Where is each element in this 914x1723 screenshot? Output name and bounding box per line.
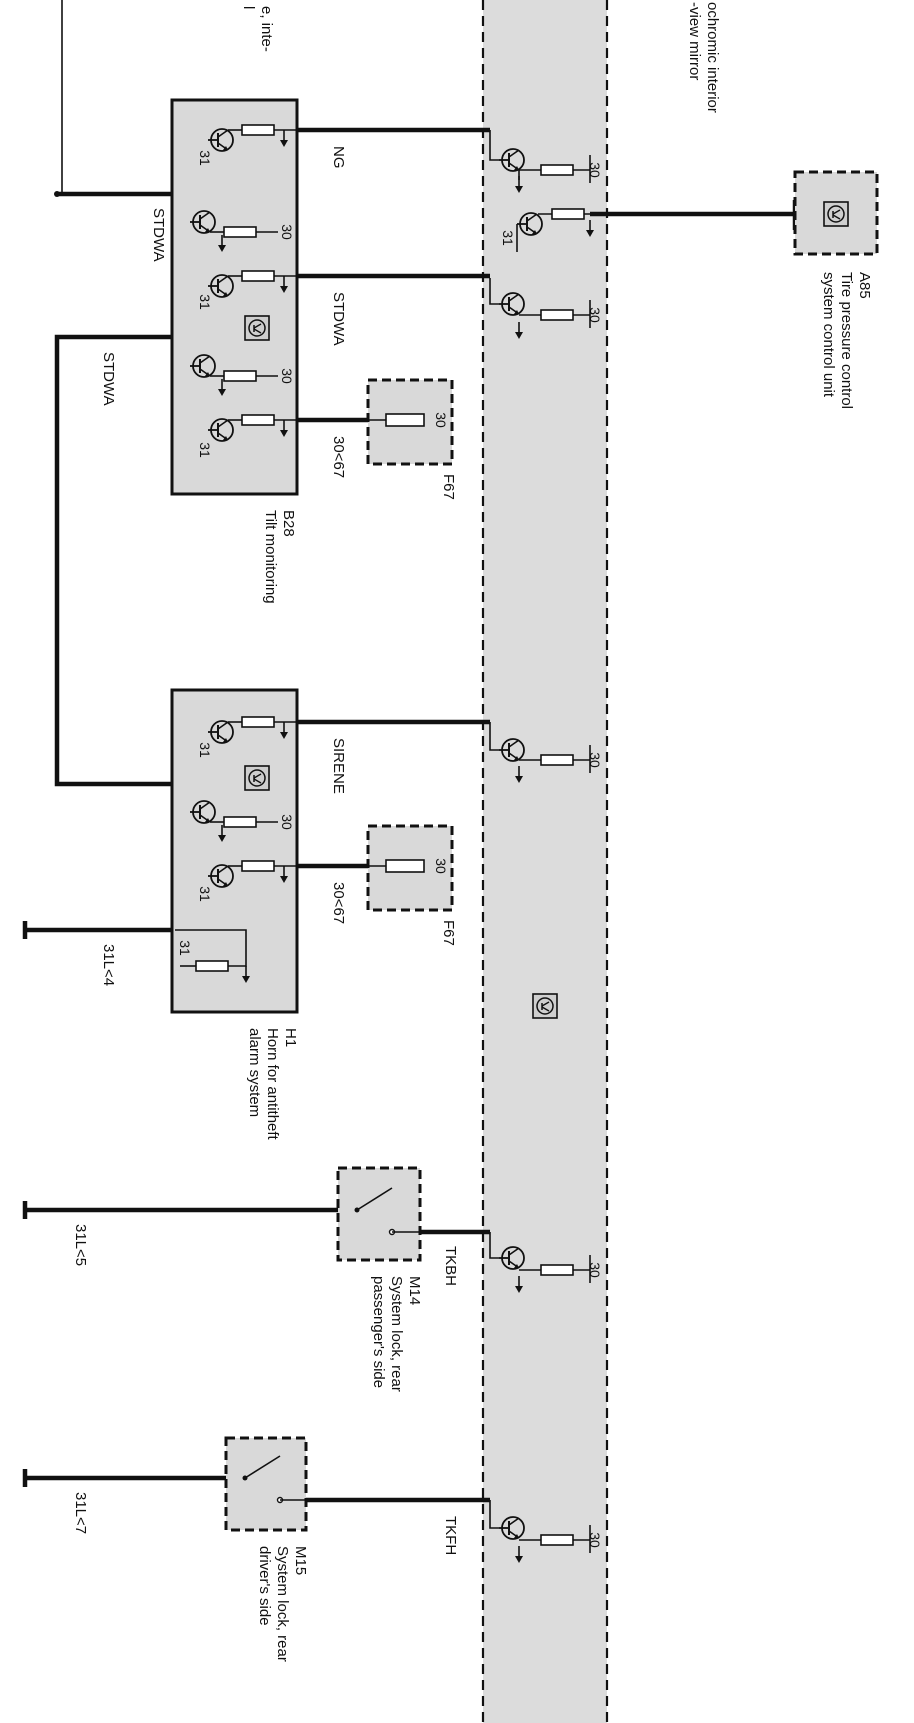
wire-tkfh: TKFH — [442, 1516, 459, 1555]
module-icon — [532, 993, 558, 1019]
pin-label: 31 — [197, 742, 213, 758]
pin-label: 30 — [279, 368, 295, 384]
wire-stdwa-input: STDWA — [150, 208, 167, 262]
control-module-band — [481, 0, 609, 1723]
pin-label: 30 — [587, 1262, 603, 1278]
m14-name-line-1: System lock, rear — [388, 1276, 405, 1392]
f67-label-top: F67 — [440, 474, 457, 500]
wire-tkbh: TKBH — [442, 1246, 459, 1286]
m14-code: M14 — [406, 1276, 423, 1305]
pin-label: 30 — [587, 752, 603, 768]
pin-label: 30 — [433, 412, 449, 428]
a85-tire-pressure-unit — [793, 170, 879, 256]
a85-name-line-1: Tire pressure control — [838, 272, 855, 409]
ground-31l4: 31L<4 — [100, 944, 117, 986]
m14-system-lock-switch — [336, 1166, 422, 1262]
h1-name-line-2: alarm system — [246, 1028, 263, 1117]
pin-label: 31 — [197, 442, 213, 458]
h1-name-line-1: Horn for antitheft — [264, 1028, 281, 1141]
pin-label: 31 — [197, 886, 213, 902]
pin-label: 31 — [197, 294, 213, 310]
m15-system-lock-switch — [224, 1436, 308, 1532]
wire-sirene: SIRENE — [330, 738, 347, 794]
pin-label: 30 — [279, 814, 295, 830]
wire-ng: NG — [330, 146, 347, 169]
ground-31l7: 31L<7 — [72, 1492, 89, 1534]
pin-label: 30 — [433, 858, 449, 874]
pin-label: 30 — [279, 224, 295, 240]
wire-30-67-bottom: 30<67 — [330, 882, 347, 924]
labels: e, inte- l ochromic interior -view mirro… — [72, 2, 873, 1662]
pin-label: 30 — [587, 1532, 603, 1548]
m15-name-line-1: System lock, rear — [274, 1546, 291, 1662]
a85-name-line-2: system control unit — [820, 272, 837, 398]
b28-tilt-monitoring-module: 31 30 31 30 31 — [170, 98, 299, 496]
pin-label: 31 — [500, 230, 516, 246]
top-note-line-1: e, inte- — [258, 6, 275, 52]
mirror-label-line-1: ochromic interior — [704, 2, 721, 113]
b28-name: Tilt monitoring — [262, 510, 279, 604]
wire-30-67-top: 30<67 — [330, 436, 347, 478]
pin-label: 31 — [197, 150, 213, 166]
pin-label: 30 — [587, 162, 603, 178]
band-output-stages — [489, 130, 595, 1564]
wire-stdwa-b28: STDWA — [330, 292, 347, 346]
h1-code: H1 — [282, 1028, 299, 1047]
f67-fuse-top: 30 — [366, 378, 454, 466]
f67-label-bottom: F67 — [440, 920, 457, 946]
top-note-line-2: l — [240, 6, 257, 9]
pin-label: 31 — [177, 940, 193, 956]
wires — [22, 0, 798, 1503]
m15-name-line-2: driver's side — [256, 1546, 273, 1626]
m15-code: M15 — [292, 1546, 309, 1575]
h1-horn-module: 31 30 31 31 — [170, 688, 299, 1014]
a85-code: A85 — [856, 272, 873, 299]
f67-fuse-bottom: 30 — [366, 824, 454, 912]
band-pin-labels: 30 30 30 30 30 31 — [500, 162, 603, 1548]
pin-label: 30 — [587, 307, 603, 323]
b28-code: B28 — [280, 510, 297, 537]
wire-stdwa-loop: STDWA — [100, 352, 117, 406]
m14-name-line-2: passenger's side — [370, 1276, 387, 1388]
mirror-label-line-2: -view mirror — [686, 2, 703, 80]
ground-31l5: 31L<5 — [72, 1224, 89, 1266]
